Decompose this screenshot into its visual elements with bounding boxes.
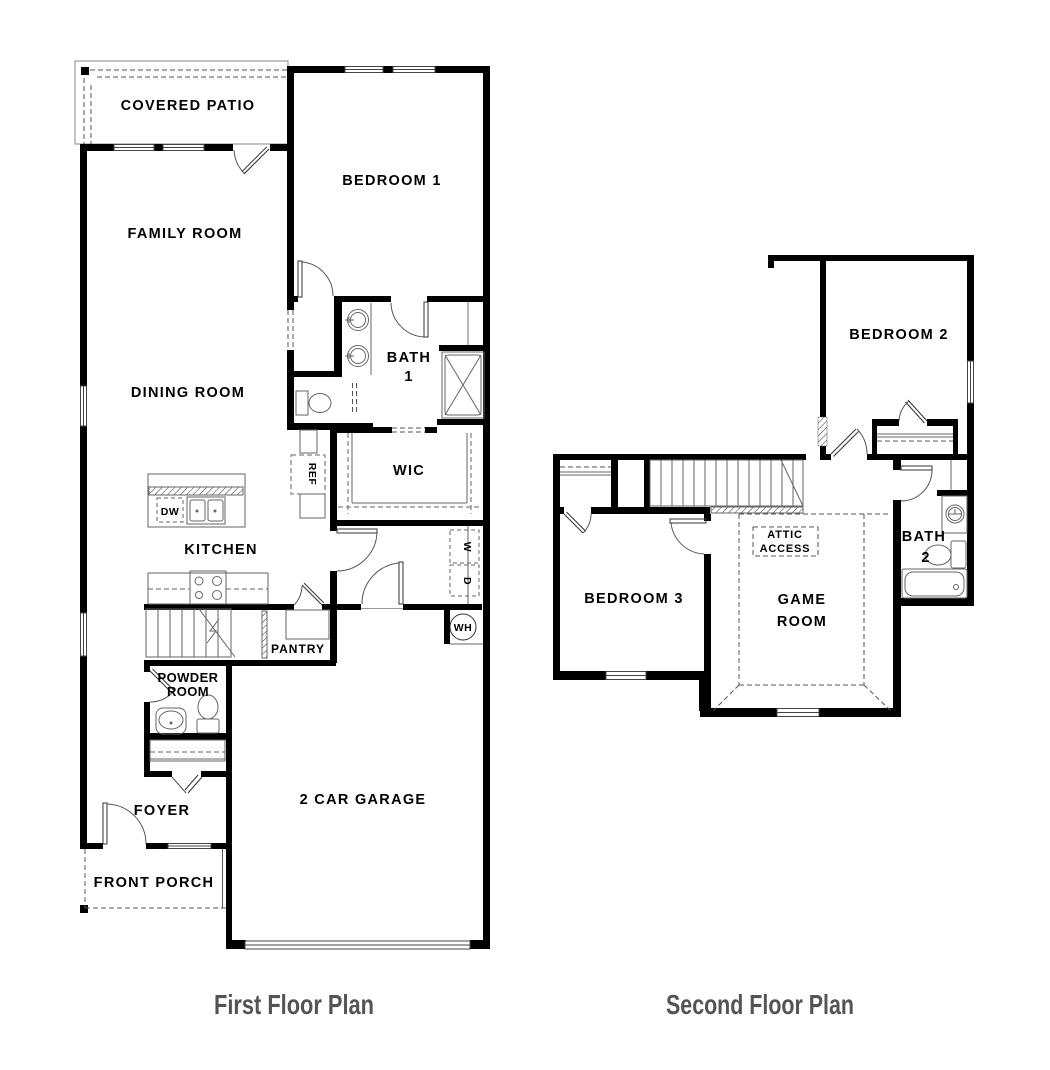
svg-text:COVERED PATIO: COVERED PATIO xyxy=(121,98,256,114)
svg-text:ROOM: ROOM xyxy=(167,684,209,699)
svg-text:PANTRY: PANTRY xyxy=(271,642,325,656)
svg-text:Second Floor Plan: Second Floor Plan xyxy=(666,989,854,1020)
svg-text:GAME: GAME xyxy=(778,592,827,608)
svg-text:BEDROOM 2: BEDROOM 2 xyxy=(849,327,949,343)
svg-text:FRONT PORCH: FRONT PORCH xyxy=(94,875,215,891)
svg-text:ROOM: ROOM xyxy=(777,614,827,630)
svg-text:KITCHEN: KITCHEN xyxy=(184,542,258,558)
svg-text:First Floor Plan: First Floor Plan xyxy=(214,989,374,1020)
svg-text:1: 1 xyxy=(404,369,413,385)
svg-text:ATTIC: ATTIC xyxy=(767,529,803,541)
svg-text:DW: DW xyxy=(161,506,180,518)
svg-text:WIC: WIC xyxy=(393,463,425,479)
svg-text:BEDROOM 3: BEDROOM 3 xyxy=(584,591,684,607)
svg-text:WH: WH xyxy=(454,622,473,634)
svg-text:W: W xyxy=(461,542,473,552)
svg-text:FOYER: FOYER xyxy=(134,803,190,819)
svg-text:POWDER: POWDER xyxy=(158,670,219,685)
svg-text:FAMILY ROOM: FAMILY ROOM xyxy=(127,226,242,242)
svg-text:D: D xyxy=(461,577,473,585)
svg-text:BATH: BATH xyxy=(902,529,946,545)
svg-text:REF: REF xyxy=(306,463,318,486)
svg-text:BATH: BATH xyxy=(387,350,431,366)
svg-text:2: 2 xyxy=(921,550,930,566)
svg-text:2 CAR GARAGE: 2 CAR GARAGE xyxy=(300,792,427,808)
svg-text:BEDROOM 1: BEDROOM 1 xyxy=(342,173,442,189)
svg-text:DINING ROOM: DINING ROOM xyxy=(131,385,245,401)
svg-text:ACCESS: ACCESS xyxy=(760,543,811,555)
